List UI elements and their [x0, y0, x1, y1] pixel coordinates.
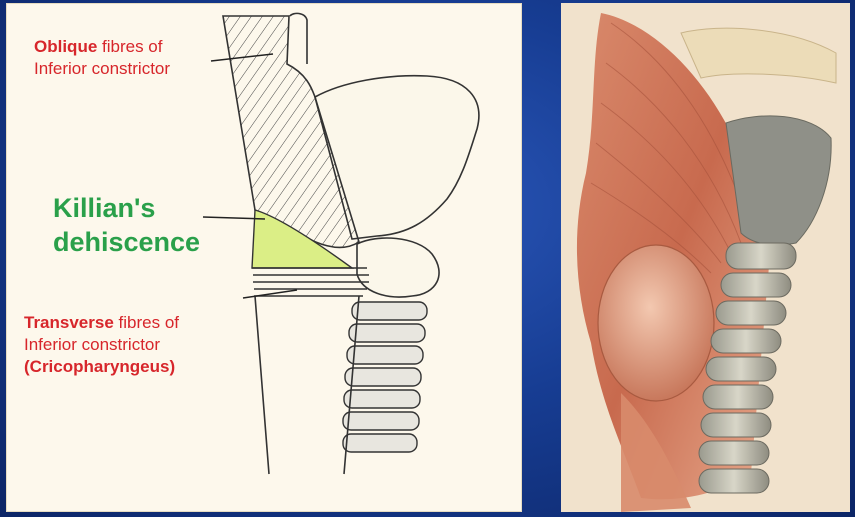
- transverse-fibres-label: Transverse fibres of Inferior constricto…: [24, 312, 179, 378]
- oblique-fibres-label: Oblique fibres of Inferior constrictor: [34, 36, 170, 80]
- killian-dehiscence-label: Killian's dehiscence: [53, 191, 200, 259]
- pharyngeal-pouch: [598, 245, 714, 401]
- trachea-rings: [343, 302, 427, 452]
- schematic-panel: Oblique fibres of Inferior constrictor K…: [6, 3, 522, 512]
- cricoid-cartilage: [357, 238, 439, 297]
- transverse-leader: [243, 290, 297, 298]
- anatomical-illustration: [561, 3, 850, 512]
- transverse-fibres: [252, 268, 369, 296]
- illustration-drawing: [561, 3, 850, 512]
